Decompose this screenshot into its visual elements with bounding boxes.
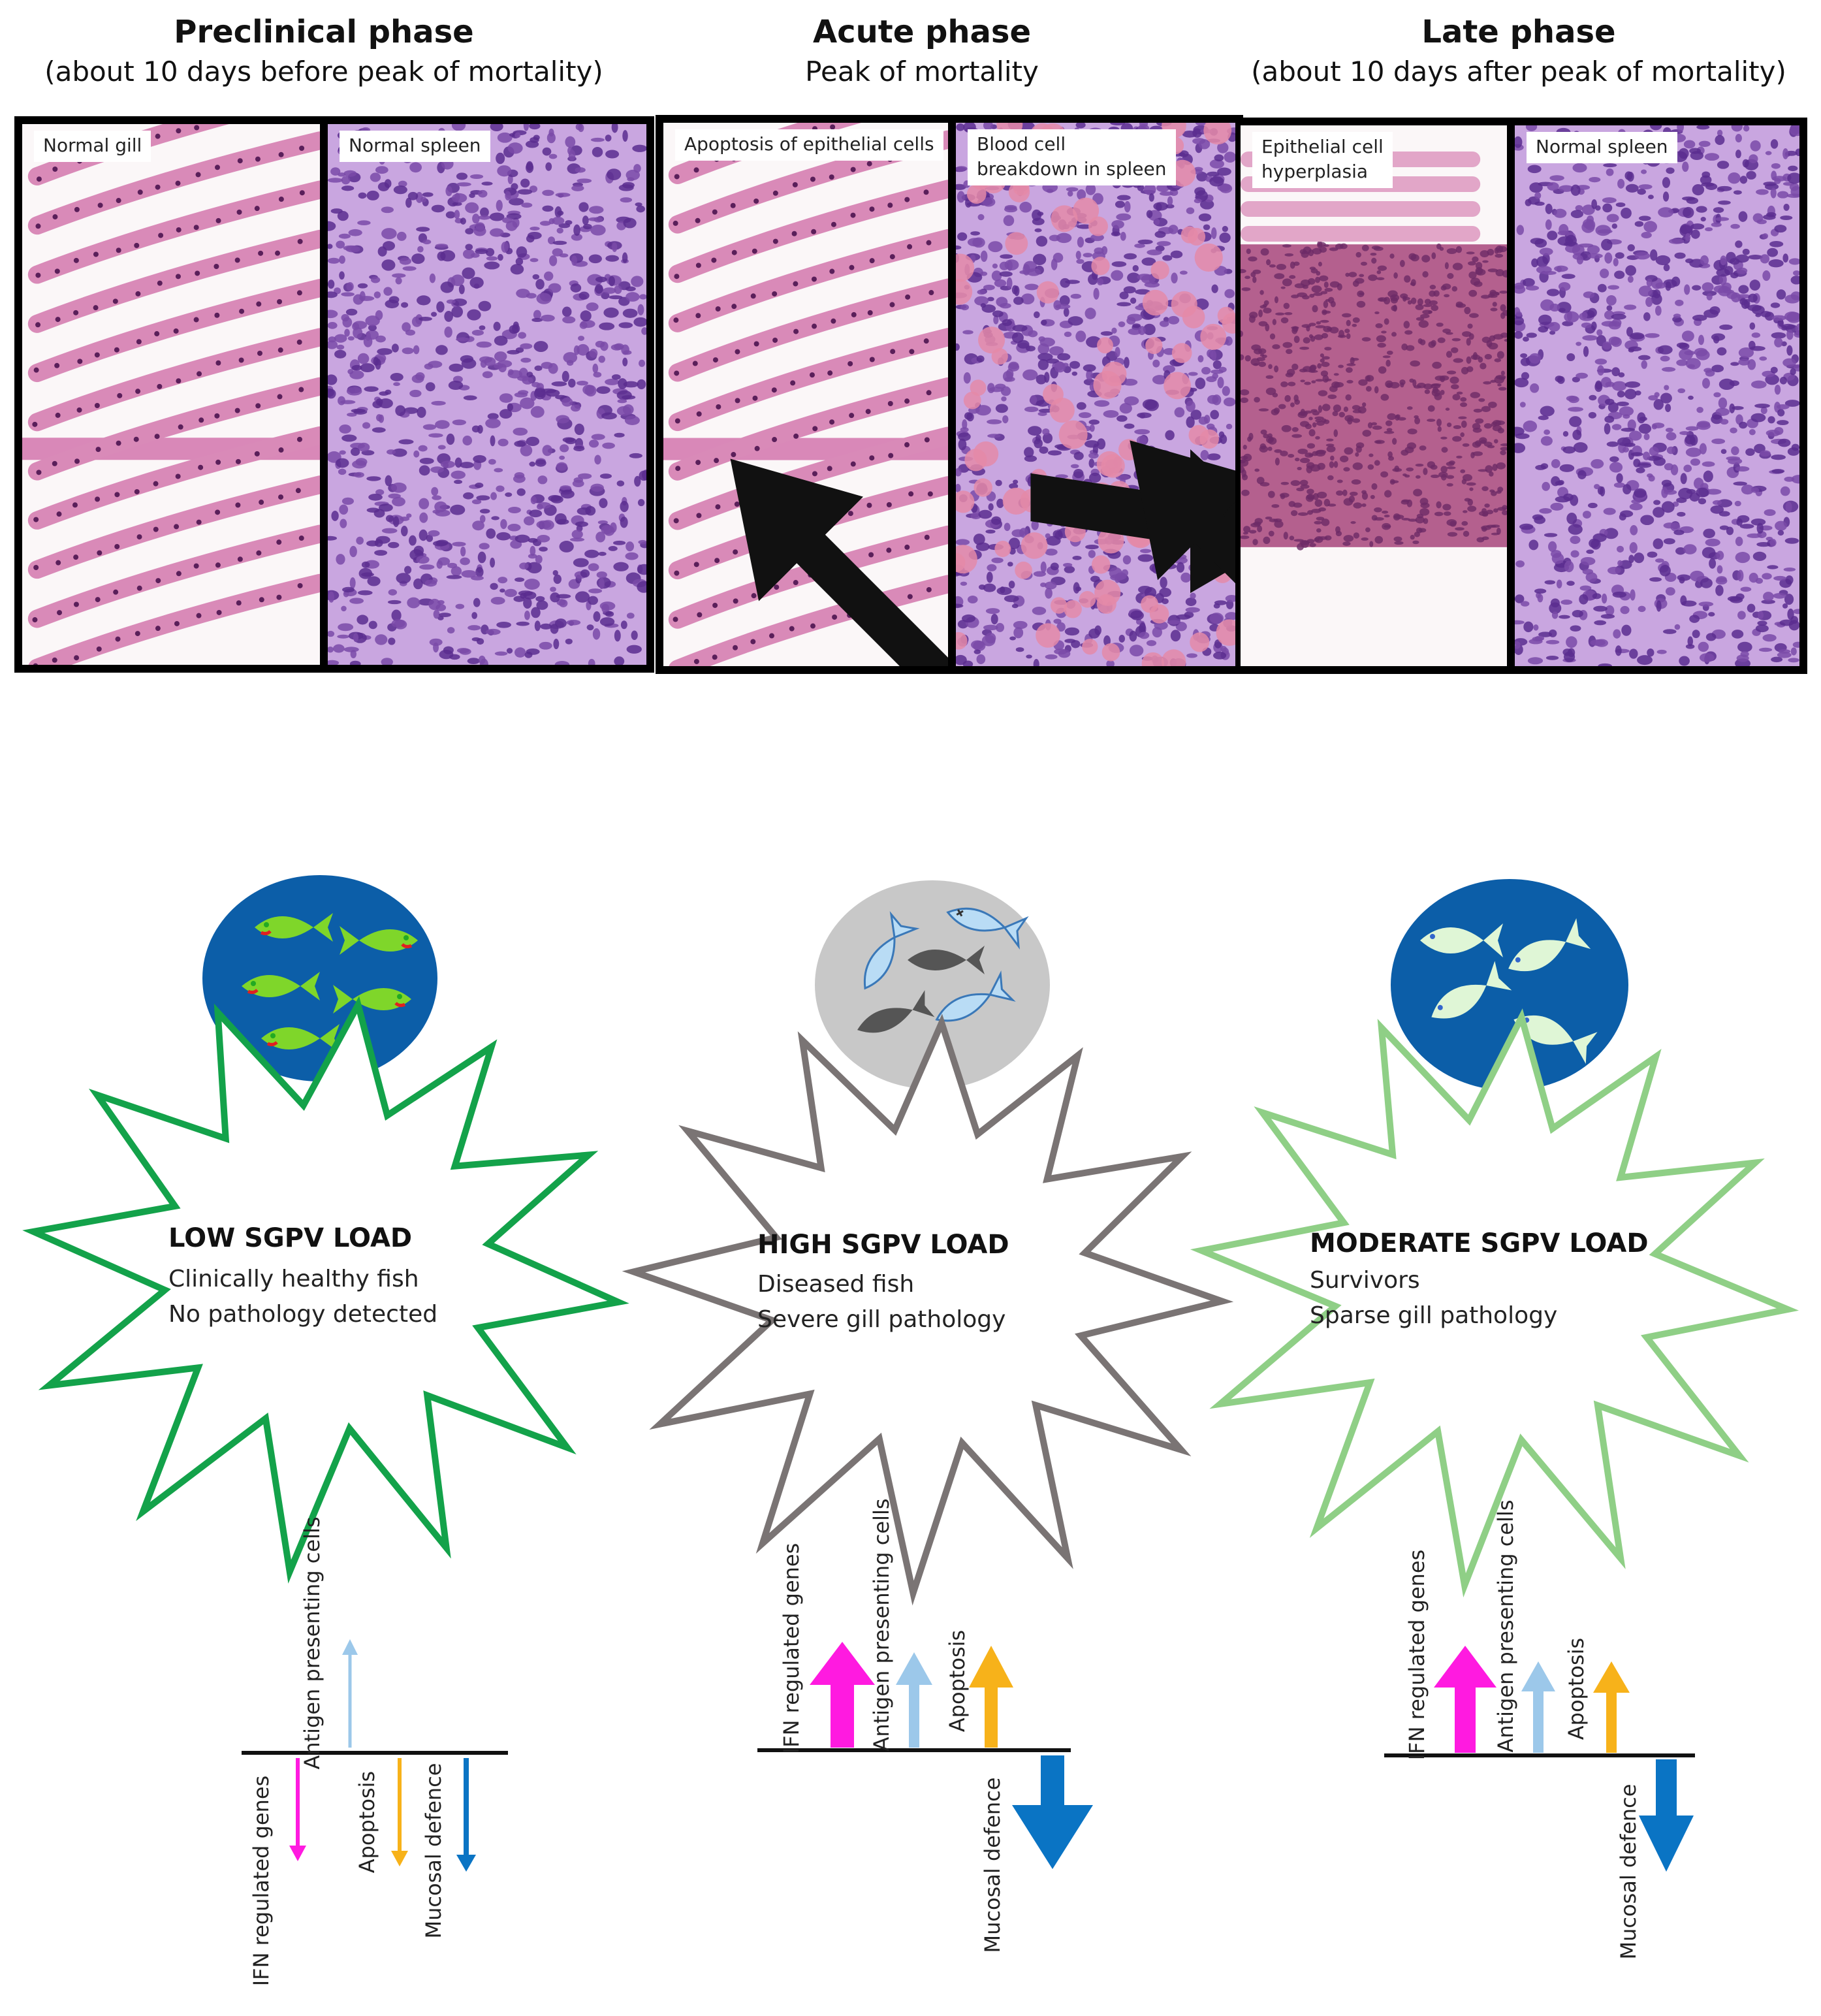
arrow-up-ifn-regulated-genes (1434, 1646, 1496, 1753)
arrow-up-antigen-presenting-cells (896, 1652, 932, 1748)
micrograph-caption: Apoptosis of epithelial cells (675, 129, 943, 161)
starburst-moderate (1190, 1008, 1799, 1598)
arrow-down-mucosal-defence (1639, 1759, 1694, 1872)
dead-fish-school-icon (815, 880, 1050, 1089)
gene-label: Apoptosis (355, 1770, 379, 1874)
caption-line: hyperplasia (1261, 161, 1369, 182)
arrow-down-mucosal-defence (1012, 1755, 1093, 1869)
starburst-high (622, 1014, 1234, 1606)
arrow-up-apoptosis (1593, 1661, 1630, 1753)
caption-line: breakdown in spleen (977, 158, 1167, 180)
micrograph-normal-spleen-late: Normal spleen (1515, 125, 1799, 666)
micrograph-gill-apoptosis: Apoptosis of epithelial cells (663, 123, 948, 666)
arrow-up-apoptosis (969, 1646, 1013, 1748)
micrograph-caption: Blood cell breakdown in spleen (968, 129, 1176, 185)
caption-line: Epithelial cell (1261, 136, 1384, 157)
load-line: Diseased fish (757, 1271, 915, 1298)
phase-title: Late phase (1421, 14, 1616, 50)
phase-heading-acute: Acute phase Peak of mortality (622, 12, 1222, 91)
arrow-down-apoptosis (391, 1758, 408, 1866)
load-line: Severe gill pathology (757, 1306, 1006, 1333)
load-label: HIGH SGPV LOAD (757, 1230, 1009, 1260)
arrow-up-ifn-regulated-genes (810, 1642, 875, 1748)
load-summary-high: HIGH SGPV LOAD Diseased fish Severe gill… (757, 1225, 1009, 1337)
arrow-up-antigen-presenting-cells (342, 1639, 358, 1748)
gene-label: IFN regulated genes (1404, 1549, 1429, 1761)
pointer-arrow-icon (1130, 440, 1235, 584)
load-line: Clinically healthy fish (168, 1266, 419, 1292)
load-label: MODERATE SGPV LOAD (1310, 1228, 1649, 1258)
load-summary-low: LOW SGPV LOAD Clinically healthy fish No… (168, 1219, 437, 1332)
gene-label: Apoptosis (945, 1629, 970, 1733)
micrograph-caption: Epithelial cell hyperplasia (1252, 132, 1393, 188)
pale-fish-school-icon (1391, 879, 1628, 1091)
load-summary-moderate: MODERATE SGPV LOAD Survivors Sparse gill… (1310, 1224, 1649, 1334)
micrograph-gill-hyperplasia: Epithelial cell hyperplasia (1241, 125, 1507, 666)
load-line: Sparse gill pathology (1310, 1302, 1558, 1329)
gene-label: Apoptosis (1564, 1637, 1589, 1740)
sgpv-load-schematic (22, 875, 1799, 1872)
gene-label: Mucosal defence (421, 1763, 446, 1939)
gene-label: IFN regulated genes (249, 1775, 274, 1987)
phase-title: Acute phase (812, 14, 1032, 50)
load-label: LOW SGPV LOAD (168, 1223, 413, 1253)
gene-label: Mucosal defence (1616, 1784, 1641, 1960)
pointer-arrow-icon (730, 458, 948, 666)
pointer-arrow-icon (1030, 449, 1235, 594)
arrow-down-mucosal-defence (456, 1758, 476, 1872)
gene-label: Antigen presenting cells (869, 1498, 894, 1752)
gene-label: Antigen presenting cells (300, 1516, 325, 1770)
phase-heading-late: Late phase (about 10 days after peak of … (1218, 12, 1819, 91)
gene-label: Antigen presenting cells (1493, 1499, 1518, 1753)
phase-title: Preclinical phase (174, 14, 474, 50)
phase-subtitle: (about 10 days after peak of mortality) (1251, 56, 1786, 88)
micrograph-spleen-breakdown: Blood cell breakdown in spleen (956, 123, 1235, 666)
micrograph-normal-gill: Normal gill (22, 124, 320, 665)
starburst-low (22, 996, 629, 1584)
phase-subtitle: Peak of mortality (805, 56, 1039, 88)
gene-label: IFN regulated genes (779, 1543, 804, 1754)
micrograph-caption: Normal spleen (340, 131, 490, 162)
gene-label: Mucosal defence (980, 1777, 1005, 1953)
phase-subtitle: (about 10 days before peak of mortality) (44, 56, 603, 88)
phase-heading-preclinical: Preclinical phase (about 10 days before … (24, 12, 624, 91)
micrograph-caption: Normal spleen (1527, 132, 1677, 163)
load-line: No pathology detected (168, 1301, 438, 1328)
arrow-up-antigen-presenting-cells (1521, 1661, 1555, 1753)
micrograph-caption: Normal gill (34, 131, 151, 162)
micrograph-normal-spleen: Normal spleen (328, 124, 646, 665)
load-line: Survivors (1310, 1267, 1420, 1294)
arrow-down-ifn-regulated-genes (289, 1758, 306, 1861)
caption-line: Blood cell (977, 133, 1066, 155)
